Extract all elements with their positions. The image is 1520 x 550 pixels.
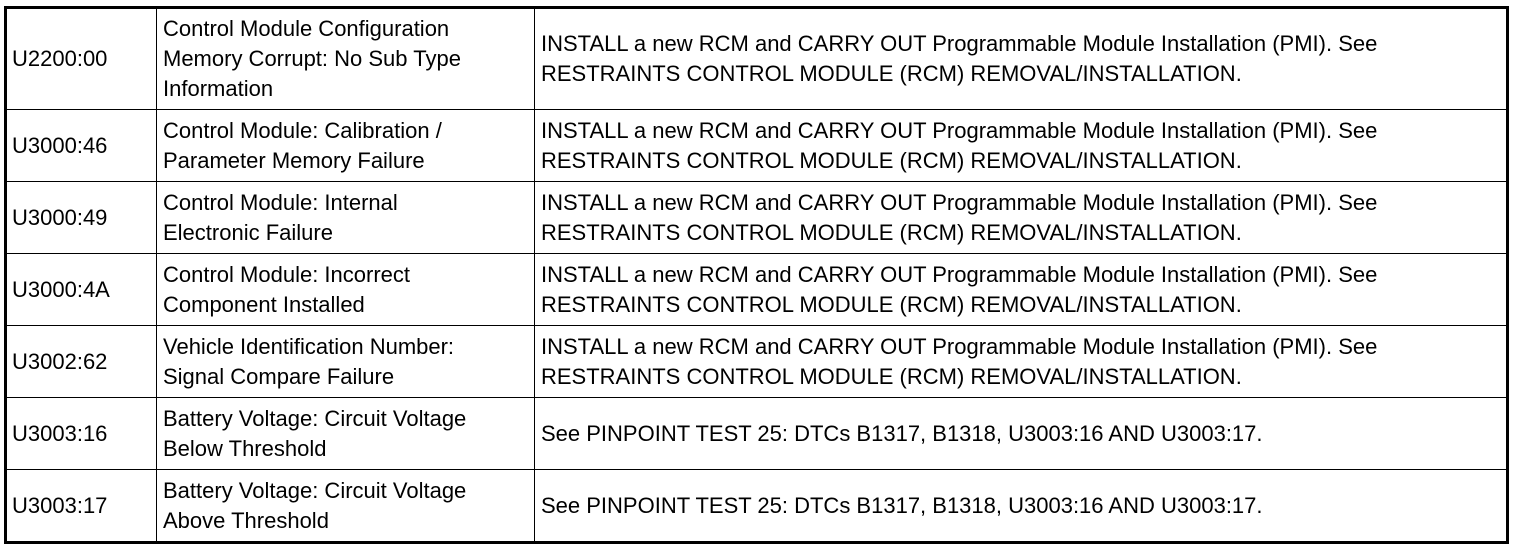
dtc-description: Battery Voltage: Circuit Voltage Below T…	[156, 397, 535, 470]
dtc-code: U3002:62	[5, 325, 157, 398]
dtc-description: Vehicle Identification Number: Signal Co…	[156, 325, 535, 398]
description-line: Control Module: Incorrect	[163, 261, 410, 287]
action-line: INSTALL a new RCM and CARRY OUT Programm…	[541, 31, 1378, 56]
description-line: Battery Voltage: Circuit Voltage	[163, 405, 467, 431]
action-line: INSTALL a new RCM and CARRY OUT Programm…	[541, 333, 1378, 359]
description-line: Battery Voltage: Circuit Voltage	[163, 477, 467, 503]
dtc-table-container: U2200:00 Control Module Configuration Me…	[4, 6, 1509, 544]
dtc-description: Control Module: Internal Electronic Fail…	[156, 181, 535, 254]
dtc-code: U3003:16	[5, 397, 157, 470]
dtc-action: INSTALL a new RCM and CARRY OUT Programm…	[534, 7, 1508, 110]
dtc-description: Control Module Configuration Memory Corr…	[156, 7, 535, 110]
dtc-action: INSTALL a new RCM and CARRY OUT Programm…	[534, 181, 1508, 254]
action-line: See PINPOINT TEST 25: DTCs B1317, B1318,…	[541, 420, 1263, 446]
dtc-action: See PINPOINT TEST 25: DTCs B1317, B1318,…	[534, 469, 1508, 543]
description-line: Information	[163, 76, 274, 101]
description-line: Control Module Configuration	[163, 16, 450, 41]
action-line: INSTALL a new RCM and CARRY OUT Programm…	[541, 261, 1378, 287]
dtc-action: See PINPOINT TEST 25: DTCs B1317, B1318,…	[534, 397, 1508, 470]
dtc-description: Control Module: Incorrect Component Inst…	[156, 253, 535, 326]
action-line: INSTALL a new RCM and CARRY OUT Programm…	[541, 117, 1378, 143]
action-line: INSTALL a new RCM and CARRY OUT Programm…	[541, 189, 1378, 215]
description-line: Memory Corrupt: No Sub Type	[163, 46, 461, 71]
description-line: Component Installed	[163, 291, 365, 317]
table-row: U2200:00 Control Module Configuration Me…	[5, 7, 1508, 110]
table-row: U3000:46 Control Module: Calibration / P…	[5, 109, 1508, 182]
action-line: RESTRAINTS CONTROL MODULE (RCM) REMOVAL/…	[541, 61, 1242, 86]
table-row: U3000:4A Control Module: Incorrect Compo…	[5, 253, 1508, 326]
action-line: See PINPOINT TEST 25: DTCs B1317, B1318,…	[541, 492, 1263, 518]
dtc-description: Control Module: Calibration / Parameter …	[156, 109, 535, 182]
table-row: U3003:17 Battery Voltage: Circuit Voltag…	[5, 469, 1508, 543]
dtc-action: INSTALL a new RCM and CARRY OUT Programm…	[534, 109, 1508, 182]
dtc-code: U3003:17	[5, 469, 157, 543]
dtc-action: INSTALL a new RCM and CARRY OUT Programm…	[534, 253, 1508, 326]
dtc-description: Battery Voltage: Circuit Voltage Above T…	[156, 469, 535, 543]
dtc-action: INSTALL a new RCM and CARRY OUT Programm…	[534, 325, 1508, 398]
description-line: Electronic Failure	[163, 219, 333, 245]
description-line: Above Threshold	[163, 507, 329, 533]
dtc-code: U3000:4A	[5, 253, 157, 326]
action-line: RESTRAINTS CONTROL MODULE (RCM) REMOVAL/…	[541, 291, 1242, 317]
action-line: RESTRAINTS CONTROL MODULE (RCM) REMOVAL/…	[541, 363, 1242, 389]
table-row: U3000:49 Control Module: Internal Electr…	[5, 181, 1508, 254]
dtc-code: U3000:49	[5, 181, 157, 254]
description-line: Control Module: Internal	[163, 189, 398, 215]
description-line: Parameter Memory Failure	[163, 147, 425, 173]
description-line: Control Module: Calibration /	[163, 117, 442, 143]
table-row: U3003:16 Battery Voltage: Circuit Voltag…	[5, 397, 1508, 470]
action-line: RESTRAINTS CONTROL MODULE (RCM) REMOVAL/…	[541, 147, 1242, 173]
description-line: Below Threshold	[163, 435, 327, 461]
description-line: Signal Compare Failure	[163, 363, 395, 389]
table-row: U3002:62 Vehicle Identification Number: …	[5, 325, 1508, 398]
description-line: Vehicle Identification Number:	[163, 333, 455, 359]
dtc-code: U2200:00	[5, 7, 157, 110]
dtc-code: U3000:46	[5, 109, 157, 182]
dtc-table: U2200:00 Control Module Configuration Me…	[4, 6, 1509, 544]
action-line: RESTRAINTS CONTROL MODULE (RCM) REMOVAL/…	[541, 219, 1242, 245]
